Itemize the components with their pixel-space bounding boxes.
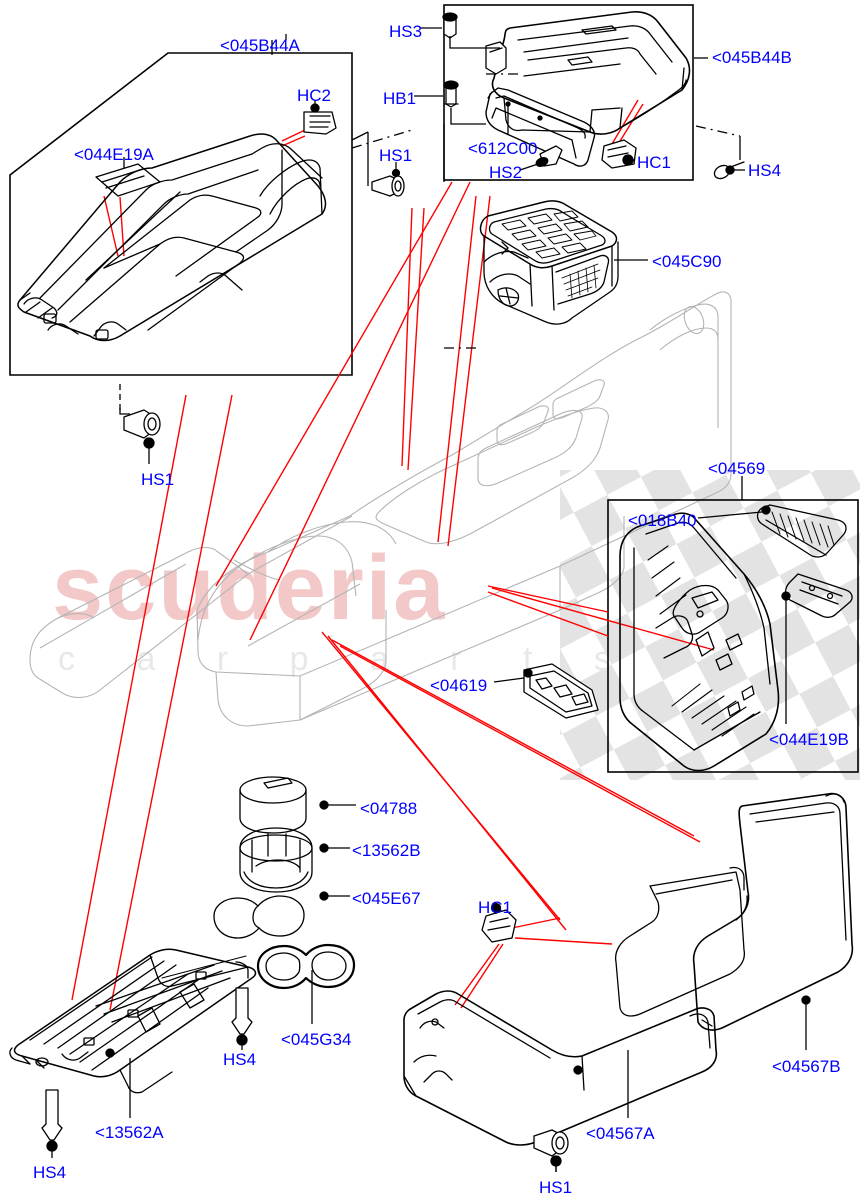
group-box-045B44B <box>443 4 694 181</box>
part-HC1-clip-bottom <box>481 902 517 943</box>
part-045B44B-armrest-lid <box>485 11 691 135</box>
part-label-045E67: <045E67 <box>352 889 421 908</box>
part-HB1-bolt <box>443 80 459 108</box>
part-label-HS2: HS2 <box>489 163 523 182</box>
part-label-04567A: <04567A <box>586 1124 655 1143</box>
part-label-HB1: HB1 <box>383 89 417 108</box>
part-HS1-screw-left <box>123 409 161 449</box>
part-label-HS3: HS3 <box>389 22 423 41</box>
part-04788-ashtray <box>239 776 329 834</box>
part-HS4-bolt-mid <box>231 987 253 1046</box>
part-label-612C00: <612C00 <box>468 139 538 158</box>
part-045C90-storage-bin <box>479 200 619 325</box>
part-label-045B44A: <045B44A <box>220 36 300 55</box>
part-HS4-pin-top <box>713 161 745 180</box>
part-label-HS4-mid: HS4 <box>223 1050 257 1069</box>
part-612C00-seal <box>485 87 596 167</box>
part-label-04567B: <04567B <box>772 1057 841 1076</box>
part-label-018B40: <018B40 <box>628 511 697 530</box>
part-04567B-ghost-outline <box>614 866 746 1017</box>
part-label-045B44B: <045B44B <box>712 48 792 67</box>
part-04567A-side-panel-inner <box>403 990 718 1146</box>
part-HS1-screw-bottom <box>533 1129 569 1167</box>
part-018B40-vent <box>756 504 847 558</box>
part-HS1-screw-top <box>371 168 405 197</box>
part-13562A-rail-assembly <box>9 948 257 1094</box>
part-045G34-mat <box>256 943 356 990</box>
part-HS2-screw <box>535 145 563 167</box>
part-label-HS1-left: HS1 <box>141 470 175 489</box>
part-label-044E19B: <044E19B <box>769 730 849 749</box>
part-label-HS4-left: HS4 <box>33 1163 67 1182</box>
part-label-HC1-bottom: HC1 <box>478 898 513 917</box>
part-label-HC2: HC2 <box>297 86 332 105</box>
part-045E67-cover <box>213 891 329 939</box>
part-label-045C90: <045C90 <box>652 252 722 271</box>
part-13562B-cupholder <box>239 827 329 893</box>
part-label-HS1-top: HS1 <box>379 146 413 165</box>
part-label-045G34: <045G34 <box>281 1030 352 1049</box>
part-label-04788: <04788 <box>360 799 418 818</box>
part-HS3-screw <box>442 12 458 39</box>
part-HC2-clip <box>303 103 337 135</box>
part-label-04569: <04569 <box>708 459 766 478</box>
part-label-HS1-bottom: HS1 <box>539 1178 573 1197</box>
part-04619-switch-bezel <box>523 663 599 719</box>
part-label-13562B: <13562B <box>352 841 421 860</box>
part-044E19A-insert <box>95 163 161 197</box>
part-label-HS4-top: HS4 <box>748 161 782 180</box>
part-04567B-side-panel-outer <box>692 792 854 1031</box>
part-04569-rear-panel <box>619 512 780 772</box>
part-label-13562A: <13562A <box>95 1123 164 1142</box>
part-label-HC1-top: HC1 <box>637 153 672 172</box>
part-label-044E19A: <044E19A <box>74 145 154 164</box>
part-label-04619: <04619 <box>430 676 488 695</box>
group-box-045B44A <box>9 52 353 376</box>
